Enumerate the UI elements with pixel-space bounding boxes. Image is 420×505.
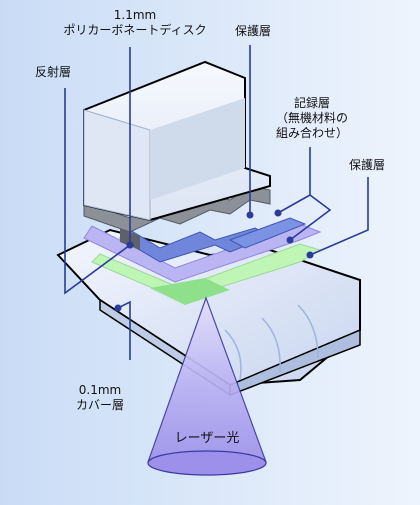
substrate-front-face: [83, 109, 151, 221]
reflect-label: 反射層: [34, 65, 71, 79]
pointer-record-b: [289, 194, 332, 241]
dot-record-a: [274, 209, 282, 217]
substrate-label: 1.1mm ポリカーボネートディスク: [60, 8, 210, 38]
cover-label: 0.1mm カバー層: [60, 383, 140, 413]
dot-cover: [114, 304, 122, 312]
record-label: 記録層 （無機材料の 組み合わせ）: [262, 96, 362, 141]
groove-arc: [297, 304, 319, 359]
cover-thickness: 0.1mm: [78, 383, 122, 397]
pointer-cover: [117, 300, 131, 360]
recording-layer-band: [119, 227, 272, 263]
pointer-protect-right: [309, 177, 369, 256]
dot-protect-right: [306, 251, 314, 259]
pointer-dots: [114, 209, 314, 312]
protect-top-label: 保護層: [234, 24, 271, 38]
groove-arc: [224, 329, 242, 381]
laser-cone-base: [147, 450, 267, 476]
record-title: 記録層: [293, 96, 330, 110]
cover-name: カバー層: [75, 398, 124, 412]
record-detail-1: （無機材料の: [275, 111, 348, 125]
pointer-reflect: [64, 88, 131, 295]
recording-layer-step: [228, 217, 307, 249]
record-detail-2: 組み合わせ）: [275, 126, 348, 140]
substrate-name: ポリカーボネートディスク: [63, 23, 207, 37]
pointer-lines: [64, 45, 369, 360]
substrate-thickness: 1.1mm: [113, 8, 157, 22]
laser-label: レーザー光: [174, 431, 240, 446]
protect-right-label: 保護層: [348, 158, 385, 172]
dot-reflect: [126, 241, 134, 249]
dot-protect-top: [246, 211, 254, 219]
substrate-side-face: [150, 98, 245, 200]
green-layer-pit: [150, 278, 230, 305]
dot-record-b: [286, 236, 294, 244]
groove-arc: [261, 317, 281, 373]
